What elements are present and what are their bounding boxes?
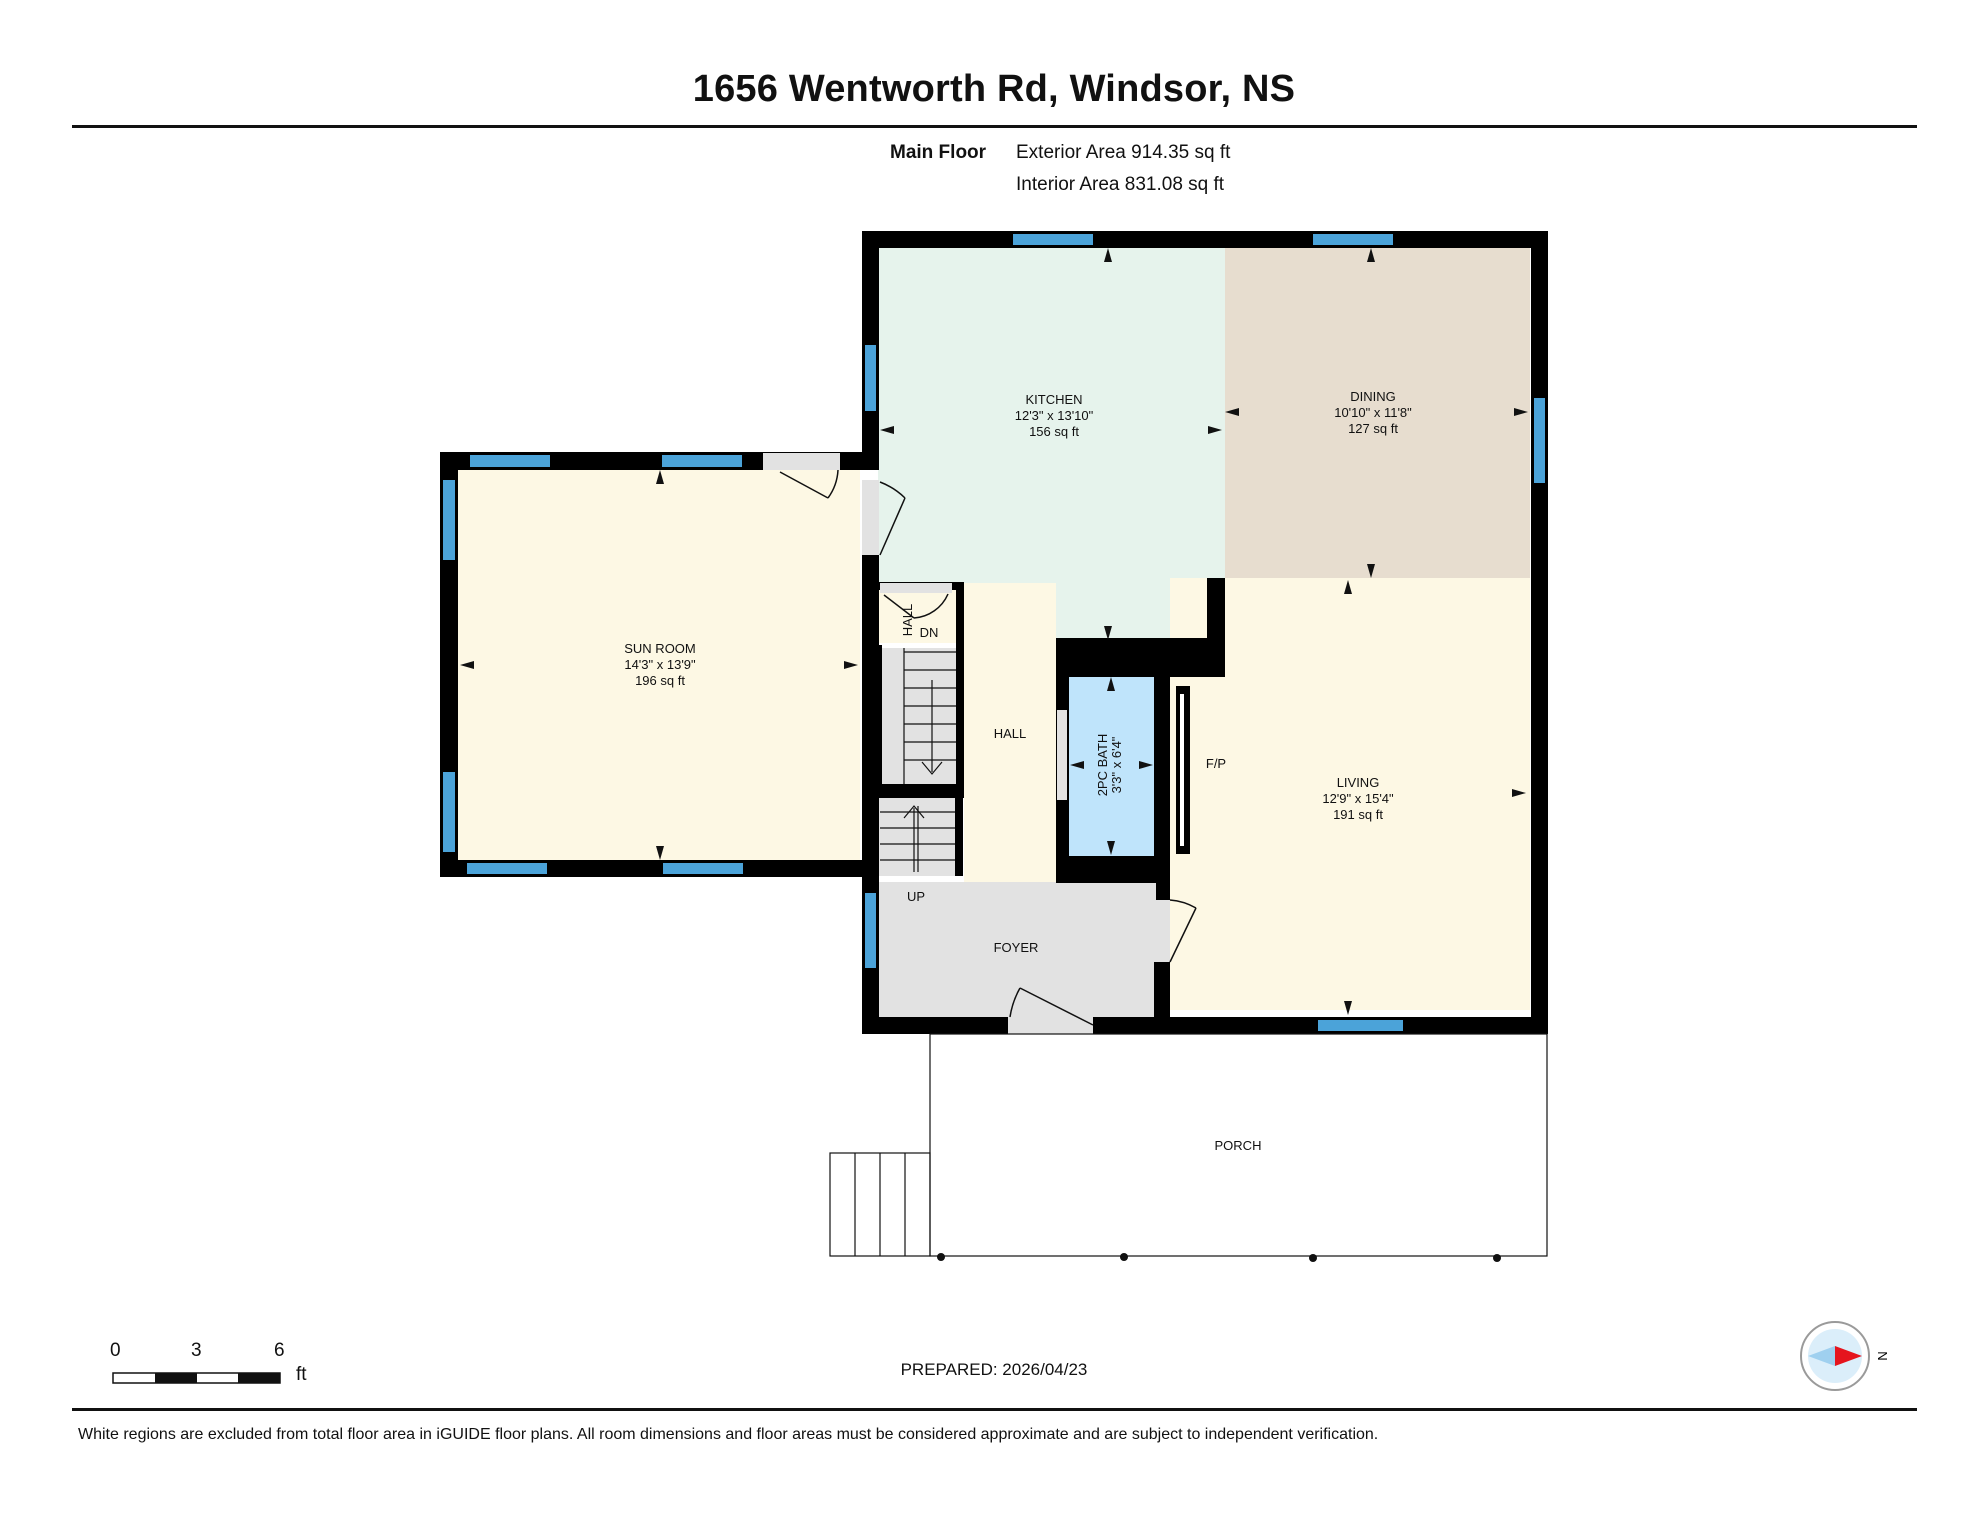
kitchen-area: [878, 248, 1225, 643]
fireplace-hearth: [1180, 694, 1184, 846]
sunroom-area-label: 196 sq ft: [635, 673, 685, 688]
hall-area: [964, 583, 1056, 883]
living-area-label: 191 sq ft: [1333, 807, 1383, 822]
living-dims: 12'9" x 15'4": [1322, 791, 1394, 806]
stair-treads: [880, 648, 956, 872]
kitchen-dims: 12'3" x 13'10": [1015, 408, 1094, 423]
interior-area: Interior Area 831.08 sq ft: [1016, 174, 1225, 195]
hall-label: HALL: [994, 726, 1027, 741]
plan-title: 1656 Wentworth Rd, Windsor, NS: [692, 68, 1296, 110]
dining-name: DINING: [1350, 389, 1396, 404]
stairs-up-label: UP: [907, 889, 925, 904]
dimension-arrows: [460, 248, 1528, 1015]
floor-name: Main Floor: [890, 142, 987, 163]
disclaimer: White regions are excluded from total fl…: [78, 1426, 1379, 1443]
hall-small-label: HALL: [900, 604, 915, 637]
doors: [763, 453, 1197, 1034]
scale-label-6: 6: [274, 1340, 285, 1361]
porch-posts: [937, 1253, 1501, 1262]
bath-name: 2PC BATH: [1095, 734, 1110, 797]
scale-label-3: 3: [191, 1340, 202, 1361]
prepared-date: PREPARED: 2026/04/23: [900, 1360, 1088, 1379]
scale-label-0: 0: [110, 1340, 121, 1361]
compass-icon: [1800, 1321, 1870, 1391]
foyer-label: FOYER: [994, 940, 1039, 955]
porch: [829, 1033, 1548, 1257]
title-rule: [72, 125, 1917, 128]
bath-door: [1057, 710, 1067, 800]
living-name: LIVING: [1337, 775, 1380, 790]
compass-label: N: [1875, 1351, 1890, 1360]
fireplace-label: F/P: [1206, 756, 1226, 771]
windows: [443, 234, 1545, 1031]
dining-area: [1225, 248, 1530, 578]
scale-bar: [112, 1372, 281, 1384]
kitchen-area-label: 156 sq ft: [1029, 424, 1079, 439]
porch-label: PORCH: [1215, 1138, 1262, 1153]
sunroom-dims: 14'3" x 13'9": [624, 657, 696, 672]
scale-unit: ft: [296, 1364, 307, 1385]
stairs-down-label: DN: [920, 625, 939, 640]
stairs-up: [878, 798, 962, 876]
exterior-area: Exterior Area 914.35 sq ft: [1016, 142, 1231, 163]
kitchen-name: KITCHEN: [1025, 392, 1082, 407]
sunroom-name: SUN ROOM: [624, 641, 696, 656]
footer-rule: [72, 1408, 1917, 1411]
living-area: [1170, 578, 1530, 1010]
dining-dims: 10'10" x 11'8": [1334, 405, 1412, 420]
sunroom-area: [458, 470, 860, 862]
bath-dims: 3'3" x 6'4": [1109, 736, 1124, 793]
stairs-down: [878, 648, 958, 790]
dining-area-label: 127 sq ft: [1348, 421, 1398, 436]
